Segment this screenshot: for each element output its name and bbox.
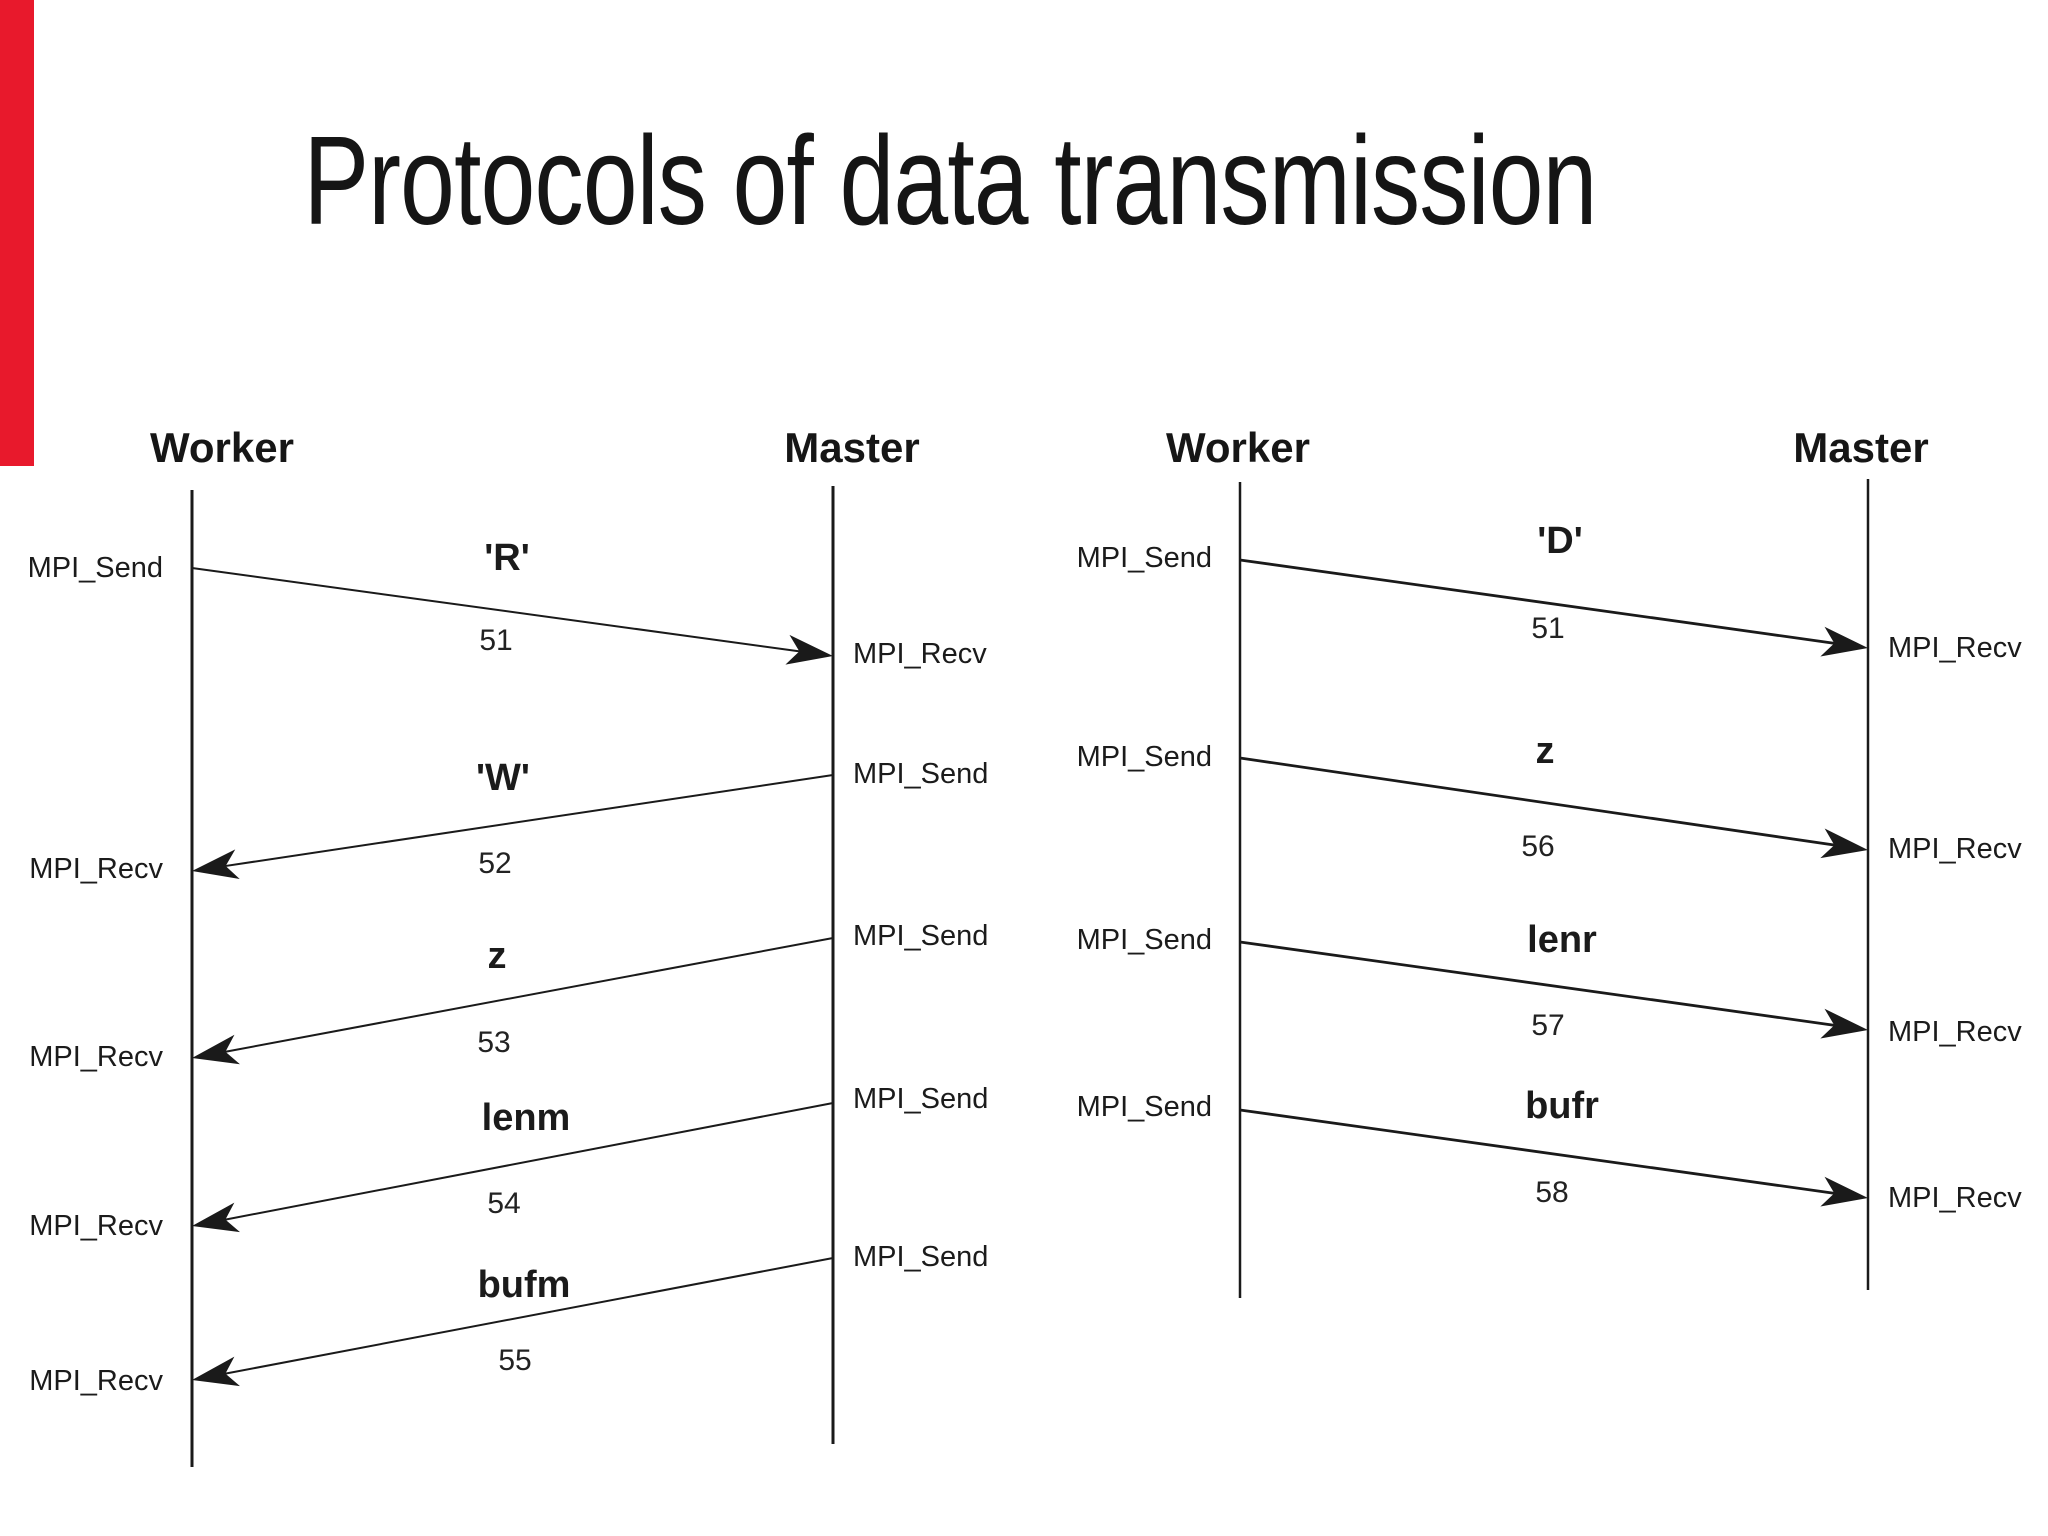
arrowhead-icon xyxy=(192,1356,240,1387)
message-tag: 52 xyxy=(478,847,511,880)
send-call-label: MPI_Send xyxy=(1077,542,1212,574)
message-payload-label: bufm xyxy=(478,1264,571,1306)
lifeline-label-worker: Worker xyxy=(150,424,294,471)
arrowhead-icon xyxy=(1820,626,1868,657)
recv-call-label: MPI_Recv xyxy=(1888,632,2022,664)
send-call-label: MPI_Send xyxy=(1077,741,1212,773)
page-title-text: Protocols of data transmission xyxy=(303,110,1597,251)
message-arrow-line xyxy=(221,1257,834,1376)
accent-bar xyxy=(0,0,34,466)
recv-call-label: MPI_Recv xyxy=(29,1365,163,1397)
send-call-label: MPI_Send xyxy=(853,1083,988,1115)
message-tag: 51 xyxy=(479,624,512,657)
arrowhead-icon xyxy=(1820,1176,1868,1207)
message-arrow-line xyxy=(221,774,834,868)
recv-call-label: MPI_Recv xyxy=(853,638,987,670)
recv-call-label: MPI_Recv xyxy=(1888,833,2022,865)
page-title: Protocols of data transmission xyxy=(121,118,1779,244)
arrowhead-icon xyxy=(192,849,240,880)
recv-call-label: MPI_Recv xyxy=(1888,1016,2022,1048)
send-call-label: MPI_Send xyxy=(853,920,988,952)
message-tag: 53 xyxy=(477,1026,510,1059)
message-tag: 56 xyxy=(1521,830,1554,863)
recv-call-label: MPI_Recv xyxy=(29,1210,163,1242)
send-call-label: MPI_Send xyxy=(1077,1091,1212,1123)
arrowhead-icon xyxy=(1820,828,1868,859)
arrowhead-icon xyxy=(1820,1008,1868,1039)
message-tag: 55 xyxy=(498,1344,531,1377)
send-call-label: MPI_Send xyxy=(853,1241,988,1273)
message-arrow-line xyxy=(1239,558,1839,646)
message-arrow-line xyxy=(221,937,834,1054)
message-tag: 54 xyxy=(487,1187,520,1220)
message-tag: 58 xyxy=(1535,1176,1568,1209)
lifeline-label-worker: Worker xyxy=(1166,424,1310,471)
send-call-label: MPI_Send xyxy=(1077,924,1212,956)
recv-call-label: MPI_Recv xyxy=(29,853,163,885)
message-arrow-line xyxy=(1239,756,1839,848)
message-payload-label: 'D' xyxy=(1537,520,1583,562)
message-arrow-line xyxy=(221,1102,834,1222)
message-tag: 57 xyxy=(1531,1009,1564,1042)
message-tag: 51 xyxy=(1531,612,1564,645)
message-payload-label: lenm xyxy=(482,1097,571,1139)
message-payload-label: z xyxy=(488,935,507,977)
send-call-label: MPI_Send xyxy=(28,552,163,584)
recv-call-label: MPI_Recv xyxy=(29,1041,163,1073)
lifeline-label-master: Master xyxy=(784,424,919,471)
message-arrow-line xyxy=(1239,940,1839,1028)
message-arrow-line xyxy=(1239,1108,1839,1196)
arrowhead-icon xyxy=(192,1034,240,1065)
send-call-label: MPI_Send xyxy=(853,758,988,790)
arrowhead-icon xyxy=(785,634,833,665)
message-payload-label: z xyxy=(1536,730,1555,772)
message-payload-label: 'R' xyxy=(484,537,530,579)
lifeline-label-master: Master xyxy=(1793,424,1928,471)
message-arrow-line xyxy=(191,567,804,653)
message-payload-label: bufr xyxy=(1525,1085,1599,1127)
arrowhead-icon xyxy=(192,1202,241,1233)
message-payload-label: lenr xyxy=(1527,919,1597,961)
message-payload-label: 'W' xyxy=(476,757,530,799)
recv-call-label: MPI_Recv xyxy=(1888,1182,2022,1214)
